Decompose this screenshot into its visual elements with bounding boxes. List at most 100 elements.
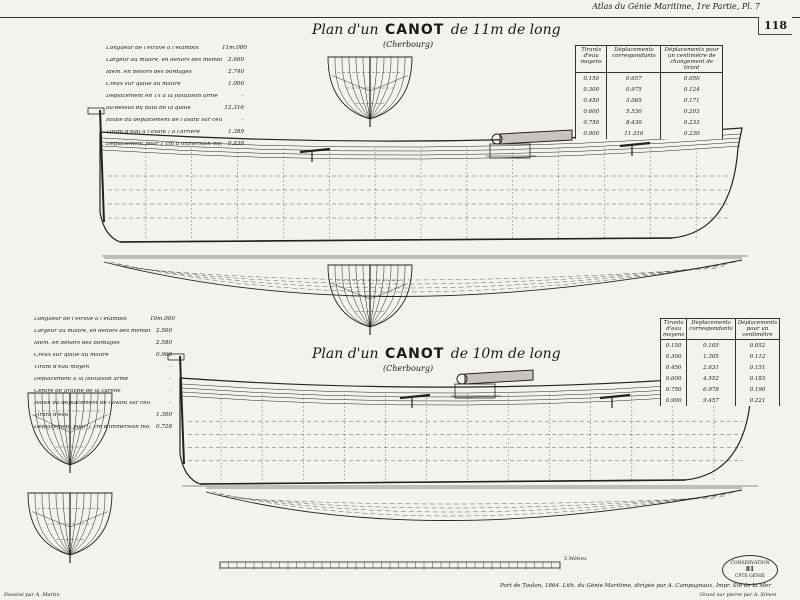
plan1-sheer-plan-sternpost [99,109,105,223]
plan1-forward-fitting [619,141,651,148]
spec-value: – [169,400,172,407]
spec-value: 0.838 [227,141,244,148]
spec-value: – [241,93,244,100]
spec-label: Tirant d'eau moyen [34,365,90,371]
spec-label: Route du déplacement de l'avant sur celu… [34,401,150,407]
plan1-body-plan-upper-diagonal [332,75,408,92]
spec-row: Route du déplacement de l'avant sur celu… [106,115,244,127]
table-cell: 0.657 [606,72,662,84]
spec-value: 2.660 [227,57,244,64]
plan1-body-plan-lower-section [369,264,392,328]
table-cell: 0.600 [659,373,688,384]
plan1-half-breadth-waterline [115,263,731,289]
spec-value: – [169,376,172,383]
plan2-body-plan-upper-section [69,392,85,466]
table-cell: 6.978 [686,384,736,395]
spec-value: – [169,364,172,371]
plan1-body-plan-upper-section [369,56,392,120]
spec-row: Largeur au maître, en dehors des membres… [106,55,244,67]
plan1-body-plan-lower-section [369,264,406,328]
table-cell: 0.300 [659,351,688,362]
spec-label: au-dessus du haut de la quille [106,106,191,112]
table-header: Déplacements pour un centimètre de chang… [660,45,723,73]
plan1-body-plan-lower-section [369,264,399,328]
table-header: Déplacements correspondants [606,45,662,73]
plan2-body-plan-upper-section [55,392,71,466]
spec-value: 1.000 [227,81,244,88]
spec-label: Déplacement pour 1 cm d'immersion moyen [34,425,150,431]
plan1-body-plan-upper-section [369,56,385,120]
table-header: Déplacements correspondants [686,318,736,340]
table-cell: 4.552 [686,373,736,384]
plan1-body-plan-upper-section [369,56,406,120]
spec-value: 2.580 [155,340,172,347]
table-cell: 0.600 [574,106,608,117]
spec-value: 0.728 [155,424,172,431]
plan1-sheer-plan-keel [119,237,673,243]
plan2-body-plan-upper-section [69,392,92,466]
plan1-cannon-carriage [489,143,531,159]
plan1-body-plan-upper-section [355,56,371,120]
table-cell: 0.900 [659,395,688,406]
plan2-body-plan-upper-diagonal [32,414,108,433]
footer-credit: Port de Toulon, 1864. Lith. du Génie Mar… [500,583,772,589]
table-cell: 0.105 [686,339,736,351]
plan2-body-plan-upper-section [62,392,71,466]
table-cell: 9.457 [686,395,736,406]
spec-row: Route du déplacement de l'avant sur celu… [34,398,172,410]
spec-label: Creux sur quille au maître [34,353,109,359]
plan1-body-plan-lower-section [369,264,385,328]
table-cell: 0.203 [660,106,723,117]
plan1-body-plan-upper-section [348,56,371,120]
spec-row: Centre de gravité de la carène – [34,386,172,398]
table-cell: 0.050 [660,72,723,84]
table-header: Déplacements pour un centimètre [734,318,781,340]
stamp-text-2: 81 [745,566,755,574]
plan1-body-plan-upper-section [369,56,378,120]
plan2-body-plan-lower-section [55,492,71,556]
plan2-body-plan-upper-section [48,392,71,466]
plan1-half-breadth-outline [103,259,743,297]
plan2-sheer-plan-keel [199,479,686,485]
table-cell: 0.190 [734,384,781,395]
spec-label: Creux sur quille au maître [106,82,181,88]
plan2-body-plan-lower-section [69,492,106,556]
plan2-body-plan-lower-section [69,492,78,556]
spec-label: Idem. en dehors des bordages [34,341,120,347]
plan1-half-breadth-waterline [127,267,719,281]
table-header: Tirants d'eau moyens [574,45,608,73]
spec-row: Déplacement à la flottaison armé– [34,374,172,386]
plate-number: 118 [758,17,792,35]
plan1-sheer-plan-strake [101,141,741,156]
spec-row: Déplacement en Tx à la flottaison armé– [106,91,244,103]
spec-label: Centre de gravité de la carène [34,389,121,395]
plan1-subtitle: (Cherbourg) [383,40,434,49]
plan2-body-plan-lower-section [48,492,71,556]
plan2-body-plan-lower-section [62,492,71,556]
spec-label: Idem. en dehors des bordages [106,70,192,76]
table-cell: 0.221 [734,395,781,406]
plan2-body-plan-upper-section [69,392,78,466]
plan2-title-word: CANOT [385,346,445,362]
footer-engraver: Gravé sur pierre par A. Simon [700,592,777,598]
plan2-cannon-carriage [454,383,496,399]
scale-label: 5 Mètres [564,556,587,562]
table-header: Tirants d'eau moyens [659,318,688,340]
spec-value: – [169,388,172,395]
plan1-title-post: de 11m de long [450,22,561,38]
plan2-title: Plan d'un CANOT de 10m de long [312,346,561,362]
atlas-caption: Atlas du Génie Maritime, 1re Partie, Pl.… [592,2,760,11]
plan2-body-plan-upper-section [69,392,99,466]
